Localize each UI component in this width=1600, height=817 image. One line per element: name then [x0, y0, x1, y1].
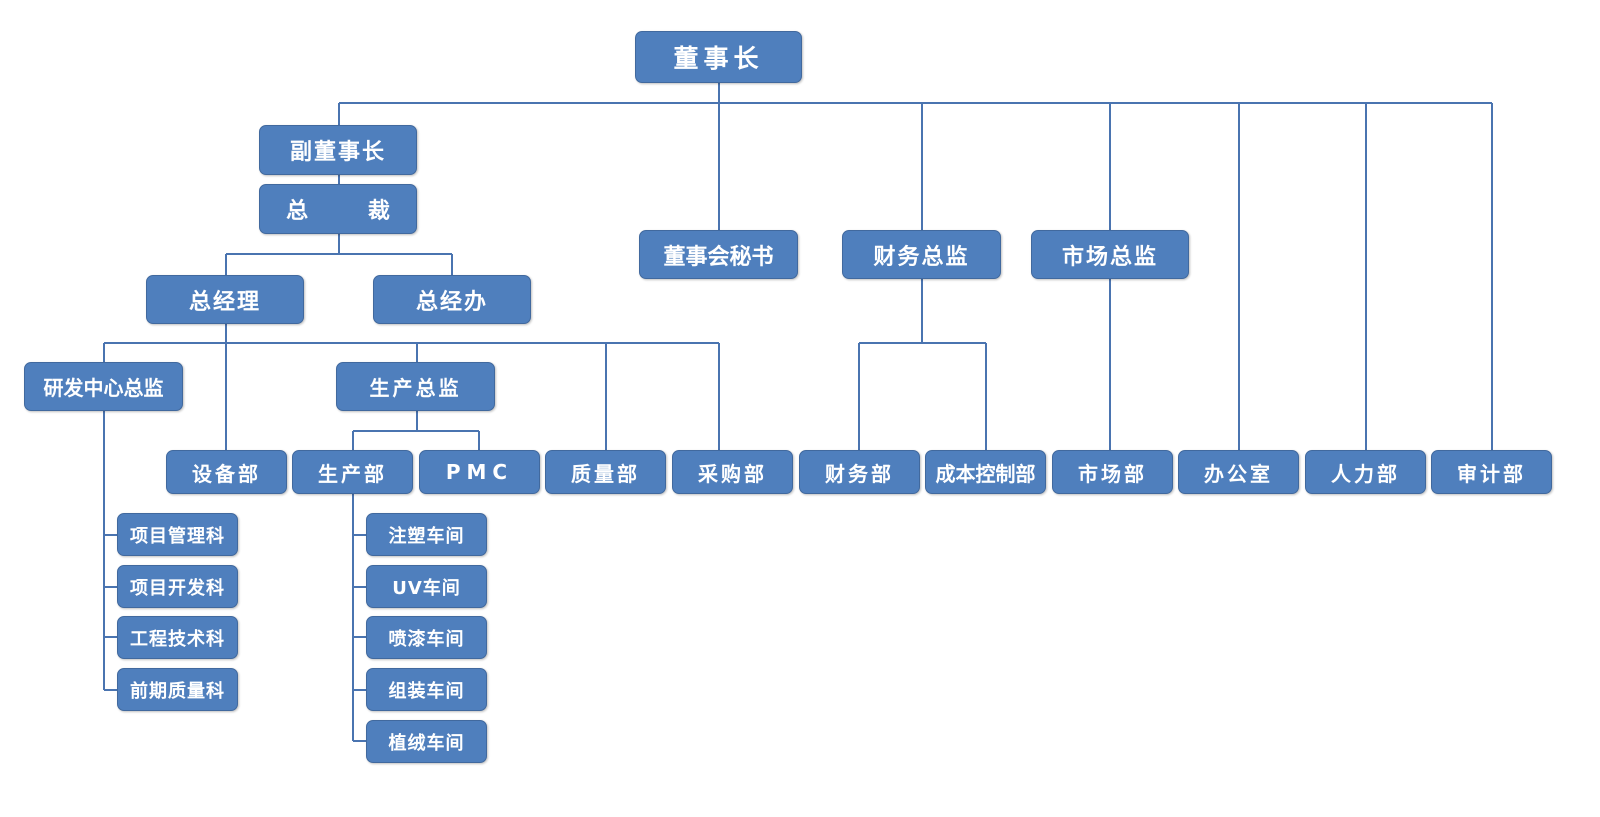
node-audit-dept: 审计部: [1431, 450, 1552, 494]
node-workshop: 喷漆车间: [366, 616, 487, 659]
node-president: 总 裁: [259, 184, 417, 234]
node-workshop: 注塑车间: [366, 513, 487, 556]
node-cost-control-dept: 成本控制部: [925, 450, 1046, 494]
node-rnd-director: 研发中心总监: [24, 362, 183, 411]
node-chairman: 董事长: [635, 31, 802, 83]
node-rnd-section: 项目开发科: [117, 565, 238, 608]
node-rnd-section: 项目管理科: [117, 513, 238, 556]
node-quality-dept: 质量部: [545, 450, 666, 494]
node-general-manager: 总经理: [146, 275, 304, 324]
node-pmc: PMC: [419, 450, 540, 494]
node-board-secretary: 董事会秘书: [639, 230, 798, 279]
node-rnd-section: 工程技术科: [117, 616, 238, 659]
node-workshop: 植绒车间: [366, 720, 487, 763]
node-production-dept: 生产部: [292, 450, 413, 494]
node-rnd-section: 前期质量科: [117, 668, 238, 711]
node-hr-dept: 人力部: [1305, 450, 1426, 494]
node-workshop: 组装车间: [366, 668, 487, 711]
node-cmo: 市场总监: [1031, 230, 1189, 279]
node-cfo: 财务总监: [842, 230, 1001, 279]
node-workshop: UV车间: [366, 565, 487, 608]
node-finance-dept: 财务部: [799, 450, 920, 494]
node-gm-office: 总经办: [373, 275, 531, 324]
node-vice-chairman: 副董事长: [259, 125, 417, 175]
node-market-dept: 市场部: [1052, 450, 1173, 494]
node-equipment-dept: 设备部: [166, 450, 287, 494]
node-production-director: 生产总监: [336, 362, 495, 411]
node-purchasing-dept: 采购部: [672, 450, 793, 494]
node-office: 办公室: [1178, 450, 1299, 494]
